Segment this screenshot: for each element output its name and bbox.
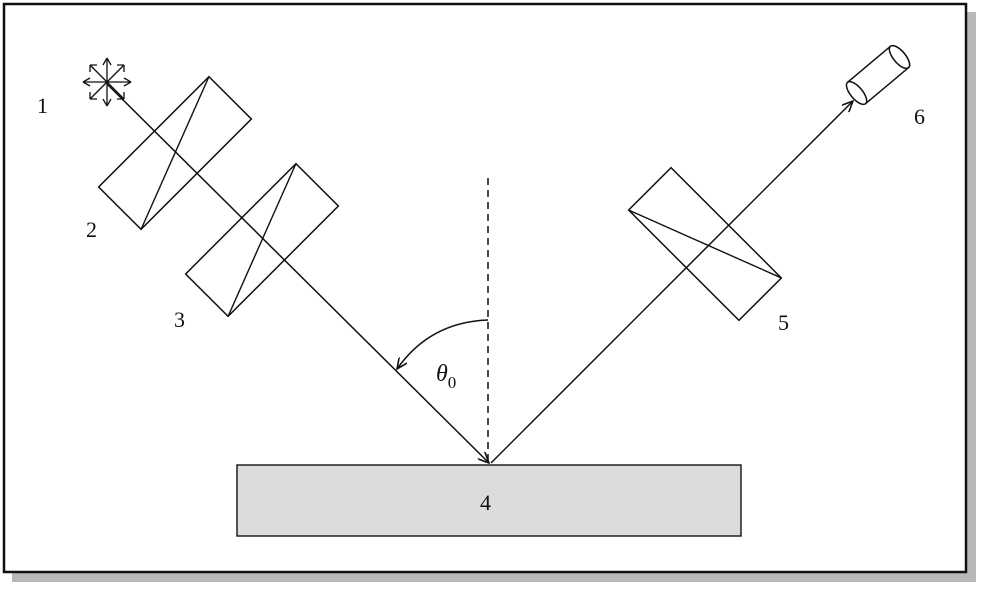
polarizer-2 [97, 75, 253, 231]
reflected-beam [490, 101, 853, 464]
incident-beam [106, 83, 489, 463]
star-burst-icon [82, 57, 132, 107]
label-sample: 4 [480, 490, 491, 515]
angle-symbol: θ [436, 361, 448, 387]
angle-subscript: 0 [448, 373, 457, 392]
label-polarizer-2: 2 [86, 217, 97, 242]
incidence-angle-arc [397, 319, 489, 369]
label-source: 1 [37, 93, 48, 118]
label-detector: 6 [914, 104, 925, 129]
analyzer-5 [627, 166, 783, 322]
polarizer-3 [184, 162, 340, 318]
label-analyzer: 5 [778, 310, 789, 335]
label-polarizer-3: 3 [174, 307, 185, 332]
sample-block [236, 464, 742, 537]
angle-label: θ0 [436, 361, 456, 392]
cylinder-detector-icon [845, 44, 911, 106]
